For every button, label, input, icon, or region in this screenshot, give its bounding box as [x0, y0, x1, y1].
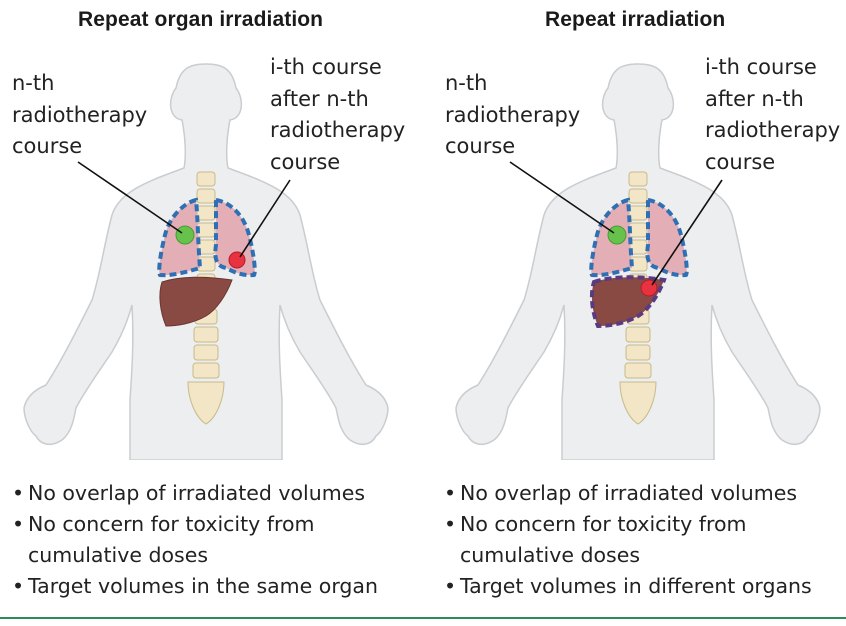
nth-course-pointer-line: [77, 161, 183, 234]
label-line: n-th: [12, 71, 55, 95]
label-line: course: [270, 149, 341, 174]
nth-course-target: [175, 225, 195, 245]
label-line: after n-th: [705, 86, 804, 111]
panel-1-nth-course-label: n-th radiotherapy course: [12, 68, 147, 163]
label-line: n-th: [445, 71, 488, 95]
panel-1-ith-course-label: i-th course after n-th radiotherapy cour…: [270, 52, 405, 178]
bullet-item: No overlap of irradiated volumes: [444, 478, 812, 509]
bullet-item: Target volumes in the same organ: [12, 571, 378, 602]
label-line: i-th course: [270, 55, 382, 79]
liver: [159, 276, 233, 327]
panel-1-title: Repeat organ irradiation: [78, 8, 324, 31]
bullet-item: No overlap of irradiated volumes: [12, 478, 378, 509]
ith-course-pointer-line: [239, 179, 291, 258]
nth-course-target: [607, 225, 627, 245]
panel-2-bullet-list: No overlap of irradiated volumes No conc…: [444, 478, 812, 602]
label-line: i-th course: [705, 55, 817, 79]
label-line: after n-th: [270, 86, 369, 111]
panel-2-nth-course-label: n-th radiotherapy course: [445, 68, 580, 163]
nth-course-pointer-line: [509, 161, 615, 234]
bullet-line: No concern for toxicity from: [460, 512, 747, 536]
label-line: radiotherapy: [445, 102, 581, 127]
panel-2-ith-course-label: i-th course after n-th radiotherapy cour…: [705, 52, 840, 178]
left-lung: [213, 197, 257, 278]
panel-2-body-illustration: [455, 63, 821, 460]
bullet-line: cumulative doses: [28, 543, 209, 567]
bullet-item: No concern for toxicity from cumulative …: [444, 509, 812, 571]
panel-1-body-illustration: [23, 63, 389, 460]
ith-course-pointer-line: [651, 179, 723, 286]
label-line: course: [705, 149, 776, 174]
label-line: course: [445, 134, 516, 158]
bullet-line: No concern for toxicity from: [28, 512, 315, 536]
label-line: course: [12, 134, 83, 158]
panel-2-title: Repeat irradiation: [545, 8, 726, 31]
footer-rule: [0, 617, 846, 619]
bullet-line: cumulative doses: [460, 543, 641, 567]
panel-1-bullet-list: No overlap of irradiated volumes No conc…: [12, 478, 378, 602]
label-line: radiotherapy: [12, 102, 148, 127]
bullet-item: No concern for toxicity from cumulative …: [12, 509, 378, 571]
label-line: radiotherapy: [270, 118, 406, 142]
label-line: radiotherapy: [705, 118, 841, 142]
bullet-item: Target volumes in different organs: [444, 571, 812, 602]
left-lung: [645, 197, 689, 278]
